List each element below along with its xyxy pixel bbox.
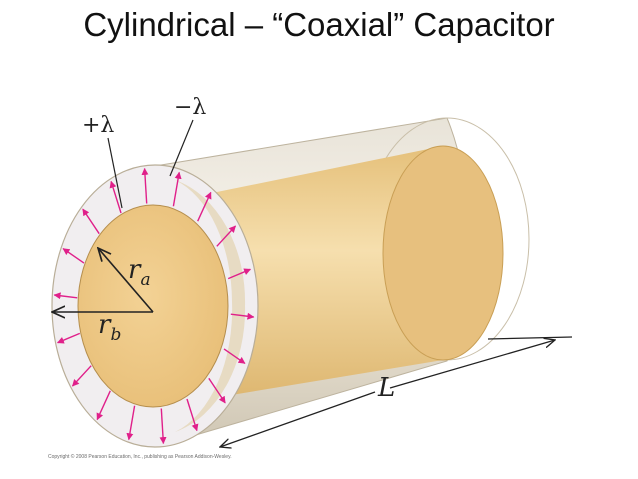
outer-radius-label: rb	[98, 310, 121, 345]
inner-conductor-far-end	[382, 145, 504, 361]
field-arrow	[172, 171, 182, 207]
field-arrow	[141, 167, 149, 204]
field-arrow	[71, 365, 92, 387]
field-arrow	[223, 348, 246, 364]
outer-charge-leader	[169, 119, 194, 177]
field-arrow	[56, 332, 81, 344]
field-arrow	[208, 377, 226, 404]
field-arrow	[197, 191, 212, 222]
outer-charge-label: −λ	[174, 95, 206, 120]
gap-shadow	[175, 180, 246, 432]
length-arrow-right	[389, 340, 555, 389]
inner-radius-arrow	[98, 248, 154, 313]
inner-charge-label: +λ	[82, 113, 114, 138]
length-extension-line	[487, 336, 573, 340]
copyright-notice: Copyright © 2008 Pearson Education, Inc.…	[48, 453, 232, 460]
field-arrow	[96, 390, 111, 421]
field-arrow	[159, 408, 167, 445]
field-arrow	[82, 208, 100, 235]
field-arrow	[230, 312, 255, 320]
field-arrow	[126, 405, 136, 441]
inner-conductor-front-face	[77, 204, 229, 408]
field-arrow	[216, 225, 237, 247]
field-arrow	[227, 268, 252, 280]
slide-title: Cylindrical – “Coaxial” Capacitor	[83, 6, 555, 43]
inner-charge-leader	[107, 137, 123, 209]
field-arrows	[53, 167, 255, 445]
length-label: L	[377, 373, 395, 403]
field-arrow	[53, 292, 78, 300]
field-arrow	[186, 398, 199, 432]
field-arrow	[62, 248, 85, 264]
field-arrow	[109, 180, 122, 214]
inner-radius-label: ra	[128, 255, 151, 290]
length-arrow-left	[220, 391, 376, 447]
